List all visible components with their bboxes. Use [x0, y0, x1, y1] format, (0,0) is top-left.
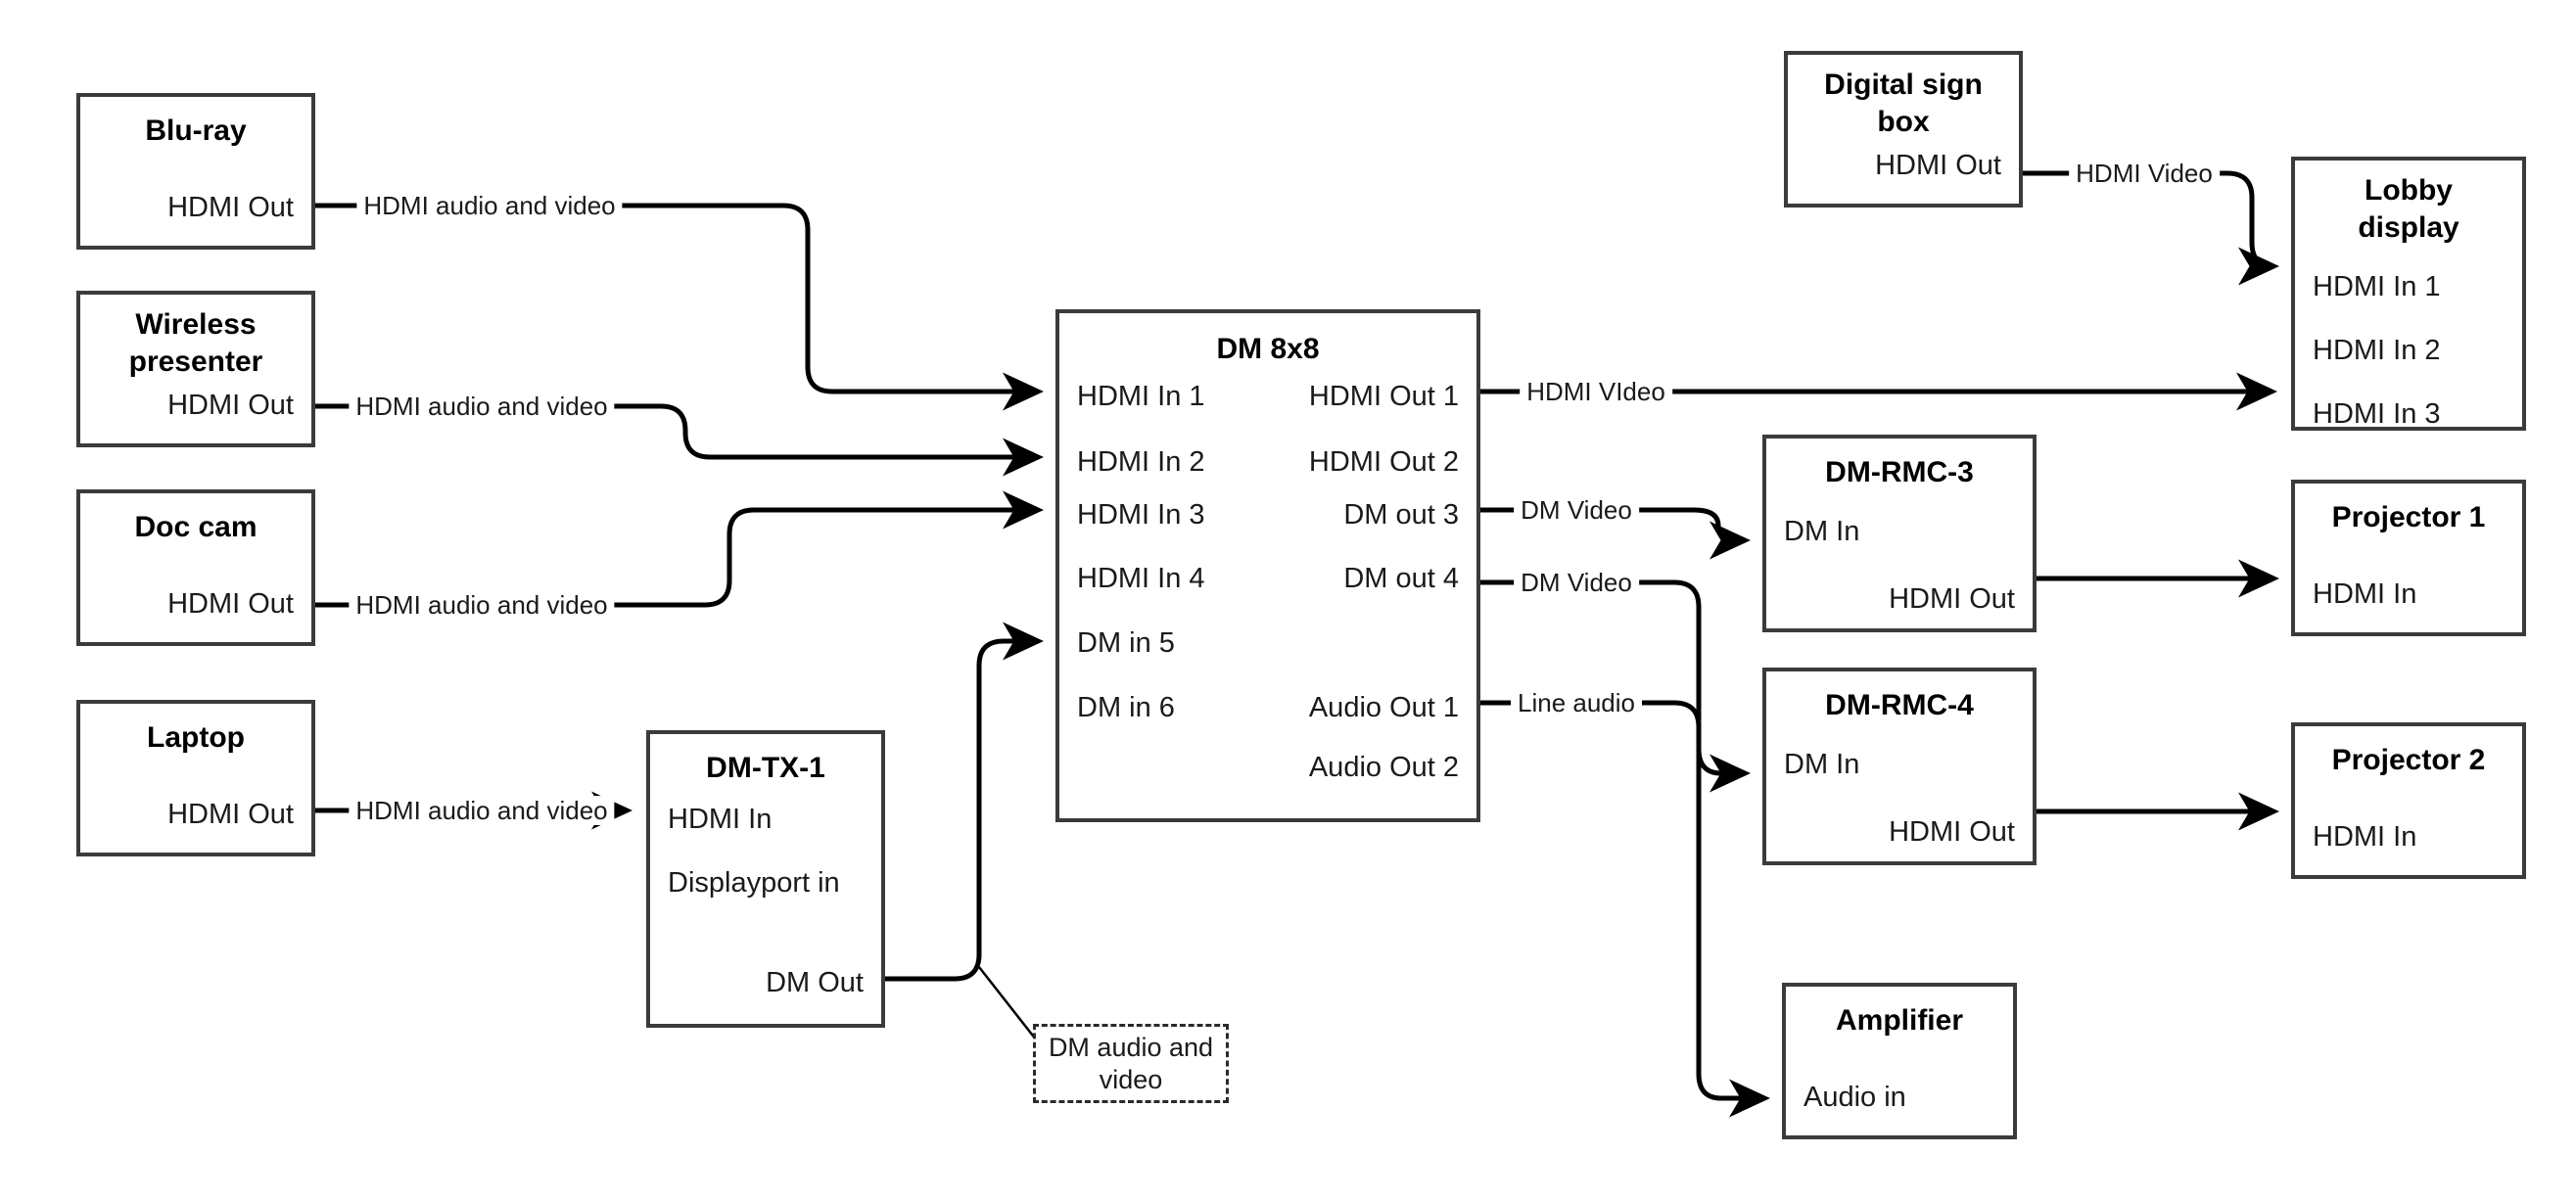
node-title-bluray: Blu-ray	[145, 115, 247, 147]
port-dm8x8-8[interactable]: DM out 3	[1343, 499, 1459, 531]
connection-dmout3-rmc3	[1480, 507, 1752, 560]
port-dm8x8-6[interactable]: HDMI Out 1	[1308, 381, 1459, 412]
port-lobby-0[interactable]: HDMI In 1	[2313, 271, 2441, 302]
port-dm8x8-7[interactable]: HDMI Out 2	[1308, 446, 1459, 478]
node-title-rmc3: DM-RMC-3	[1825, 456, 1974, 488]
port-laptop-0[interactable]: HDMI Out	[167, 799, 294, 830]
port-rmc4-0[interactable]: DM In	[1784, 749, 1860, 780]
link-label-dmout3-rmc3: DM Video	[1514, 495, 1639, 525]
port-rmc3-0[interactable]: DM In	[1784, 516, 1860, 547]
node-title-dmtx1: DM-TX-1	[706, 752, 825, 784]
link-label-dmout4-rmc4: DM Video	[1514, 568, 1639, 597]
port-rmc3-1[interactable]: HDMI Out	[1889, 583, 2015, 615]
note-leader-line	[978, 966, 1037, 1040]
port-dm8x8-0[interactable]: HDMI In 1	[1077, 381, 1205, 412]
link-label-bluray-in1: HDMI audio and video	[356, 191, 623, 220]
connection-audioout1-amp	[1480, 700, 1771, 1118]
port-wireless-0[interactable]: HDMI Out	[167, 390, 294, 421]
node-title-dm8x8: DM 8x8	[1216, 333, 1320, 365]
port-dm8x8-10[interactable]: Audio Out 1	[1308, 692, 1459, 723]
port-amp-0[interactable]: Audio in	[1803, 1082, 1906, 1113]
link-label-laptop-tx: HDMI audio and video	[349, 796, 615, 825]
node-proj2[interactable]: Projector 2 HDMI In	[2291, 722, 2526, 879]
port-dm8x8-9[interactable]: DM out 4	[1343, 563, 1459, 594]
node-title-doccam: Doc cam	[134, 511, 258, 543]
connection-doccam-in3	[315, 490, 1045, 608]
port-proj2-0[interactable]: HDMI In	[2313, 821, 2417, 853]
port-dmtx1-1[interactable]: Displayport in	[668, 867, 840, 899]
connection-dmout4-rmc4	[1480, 579, 1752, 793]
port-dmtx1-0[interactable]: HDMI In	[668, 804, 773, 835]
node-title-laptop: Laptop	[147, 721, 245, 754]
port-dmtx1-2[interactable]: DM Out	[766, 967, 864, 998]
port-dm8x8-4[interactable]: DM in 5	[1077, 627, 1175, 659]
link-label-doccam-in3: HDMI audio and video	[349, 590, 615, 620]
link-label-audioout1-amp: Line audio	[1511, 688, 1642, 717]
port-dm8x8-3[interactable]: HDMI In 4	[1077, 563, 1205, 594]
node-title-amp: Amplifier	[1835, 1004, 1964, 1037]
node-rmc3[interactable]: DM-RMC-3 DM In HDMI Out	[1762, 435, 2037, 632]
port-lobby-2[interactable]: HDMI In 3	[2313, 398, 2441, 430]
link-label-signbox-lobby: HDMI Video	[2069, 159, 2220, 188]
port-proj1-0[interactable]: HDMI In	[2313, 578, 2417, 610]
connection-signbox-lobby	[2023, 170, 2280, 286]
node-title-rmc4: DM-RMC-4	[1825, 689, 1974, 721]
connection-tx-in5	[885, 622, 1045, 982]
port-doccam-0[interactable]: HDMI Out	[167, 588, 294, 620]
connection-bluray-in1	[315, 203, 1045, 411]
port-rmc4-1[interactable]: HDMI Out	[1889, 816, 2015, 848]
node-title-proj1: Projector 1	[2331, 501, 2486, 533]
link-label-hdmiout1-lobby: HDMI VIdeo	[1520, 377, 1672, 406]
port-lobby-1[interactable]: HDMI In 2	[2313, 335, 2441, 366]
port-dm8x8-1[interactable]: HDMI In 2	[1077, 446, 1205, 478]
connection-wireless-in2	[315, 403, 1045, 477]
node-rmc4[interactable]: DM-RMC-4 DM In HDMI Out	[1762, 668, 2037, 865]
annotation-note: DM audio and video	[1033, 1024, 1229, 1103]
node-title-proj2: Projector 2	[2331, 744, 2486, 776]
node-proj1[interactable]: Projector 1 HDMI In	[2291, 480, 2526, 636]
port-dm8x8-11[interactable]: Audio Out 2	[1308, 752, 1459, 783]
port-dm8x8-2[interactable]: HDMI In 3	[1077, 499, 1205, 531]
port-dm8x8-5[interactable]: DM in 6	[1077, 692, 1175, 723]
port-signbox-0[interactable]: HDMI Out	[1875, 150, 2001, 181]
port-bluray-0[interactable]: HDMI Out	[167, 192, 294, 223]
link-label-wireless-in2: HDMI audio and video	[349, 392, 615, 421]
